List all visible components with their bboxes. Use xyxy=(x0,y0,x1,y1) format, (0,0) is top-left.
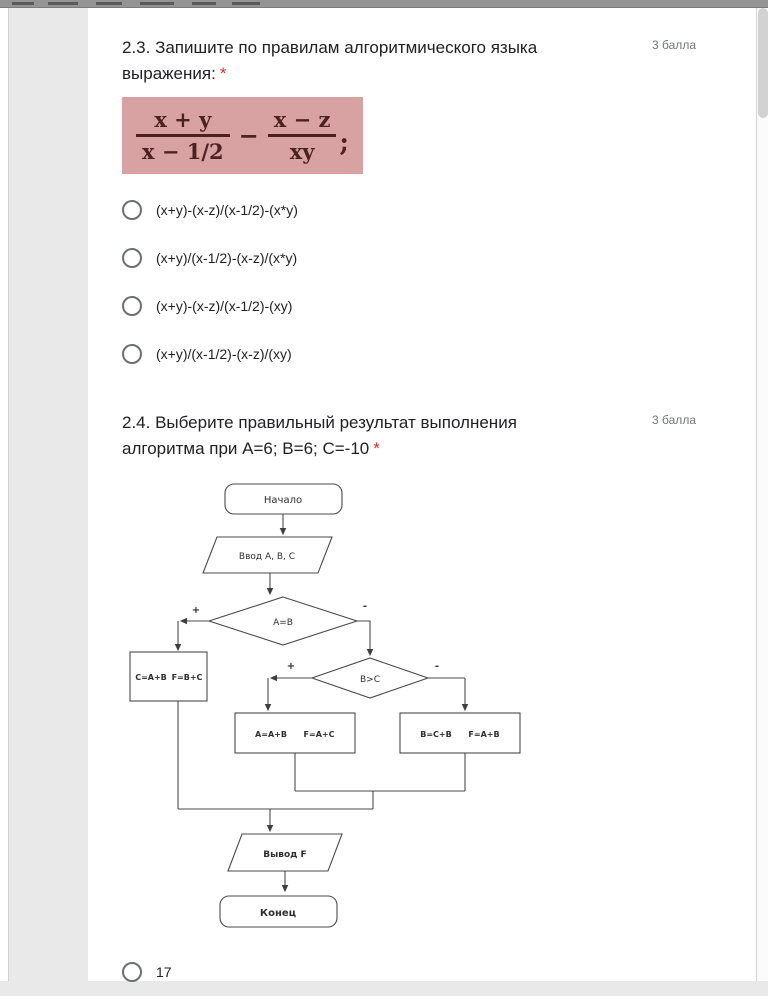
minus-label: - xyxy=(435,661,439,672)
right-box-label-2: F=A+B xyxy=(468,730,499,739)
answer-option-label[interactable]: (x+y)/(x-1/2)-(x-z)/(x*y) xyxy=(156,250,298,266)
topbar-text-fragment xyxy=(192,2,216,5)
browser-chrome-strip xyxy=(0,0,768,8)
required-asterisk: * xyxy=(373,439,380,458)
radio-button[interactable] xyxy=(122,962,142,982)
decision1-label: A=B xyxy=(273,618,293,628)
answer-option-2[interactable]: (x+y)/(x-1/2)-(x-z)/(x*y) xyxy=(122,234,696,282)
right-process-node xyxy=(399,712,521,754)
right-box-label-1: B=C+B xyxy=(420,730,451,739)
minus-label: - xyxy=(363,601,367,612)
required-asterisk: * xyxy=(219,64,227,83)
start-label: Начало xyxy=(264,495,302,506)
end-node xyxy=(219,895,338,928)
left-margin xyxy=(0,8,9,981)
decision2-label: B>C xyxy=(360,675,380,685)
output-label: Вывод F xyxy=(263,850,306,860)
form-card: 2.3. Запишите по правилам алгоритмическо… xyxy=(88,8,756,982)
answer-options: (x+y)-(x-z)/(x-1/2)-(x*y) (x+y)/(x-1/2)-… xyxy=(122,186,696,378)
scrollbar[interactable] xyxy=(756,8,768,981)
answer-option-label[interactable]: (x+y)-(x-z)/(x-1/2)-(xy) xyxy=(156,298,293,314)
end-label: Конец xyxy=(260,908,296,919)
flowchart-image: Начало Ввод A, B, C A=B + - C=A+B F=B+C … xyxy=(129,483,521,928)
question-header: 2.3. Запишите по правилам алгоритмическо… xyxy=(122,35,696,87)
fraction-1-numerator: x + y xyxy=(154,107,212,132)
plus-label: + xyxy=(287,661,295,672)
scrollbar-thumb[interactable] xyxy=(758,8,768,118)
question-title-line-2: алгоритма при A=6; B=6; C=-10* xyxy=(122,436,667,462)
question-title-text: алгоритма при A=6; B=6; C=-10 xyxy=(122,439,370,458)
mid-box-label-1: A=A+B xyxy=(255,730,287,739)
question-title: 2.3. Запишите по правилам алгоритмическо… xyxy=(122,35,667,87)
question-2-3: 2.3. Запишите по правилам алгоритмическо… xyxy=(122,35,696,378)
answer-option-label[interactable]: 17 xyxy=(156,964,172,980)
output-node xyxy=(227,833,343,872)
topbar-text-fragment xyxy=(96,2,122,5)
question-2-4: 2.4. Выберите правильный результат выпол… xyxy=(122,410,696,996)
answer-option-label[interactable]: (x+y)/(x-1/2)-(x-z)/(xy) xyxy=(156,346,292,362)
minus-sign: − xyxy=(238,121,259,150)
semicolon: ; xyxy=(339,127,350,158)
radio-button[interactable] xyxy=(122,296,142,316)
fraction-2: x − z xy xyxy=(267,107,337,164)
radio-button[interactable] xyxy=(122,200,142,220)
fraction-1-denominator: x − 1/2 xyxy=(136,134,230,164)
left-box-label-1: C=A+B xyxy=(135,673,167,682)
mid-box-label-2: F=A+C xyxy=(304,730,335,739)
question-title-line-2: выражения:* xyxy=(122,61,667,87)
points-badge: 3 балла xyxy=(652,38,696,52)
question-title-text: выражения: xyxy=(122,64,216,83)
flowchart-labels: Начало Ввод A, B, C A=B + - C=A+B F=B+C … xyxy=(135,495,499,919)
question-title: 2.4. Выберите правильный результат выпол… xyxy=(122,410,667,462)
topbar-text-fragment xyxy=(232,2,260,5)
input-node xyxy=(202,536,333,574)
answer-option-1[interactable]: (x+y)-(x-z)/(x-1/2)-(x*y) xyxy=(122,186,696,234)
left-process-node xyxy=(129,651,208,702)
topbar-text-fragment xyxy=(48,2,78,5)
topbar-text-fragment xyxy=(140,2,174,5)
flowchart-connectors xyxy=(129,483,521,928)
mid-process-node xyxy=(234,712,356,754)
question-header: 2.4. Выберите правильный результат выпол… xyxy=(122,410,696,462)
left-box-label-2: F=B+C xyxy=(172,673,203,682)
fraction-2-denominator: xy xyxy=(267,134,337,164)
fraction-2-numerator: x − z xyxy=(273,107,331,132)
answer-option-3[interactable]: (x+y)-(x-z)/(x-1/2)-(xy) xyxy=(122,282,696,330)
radio-button[interactable] xyxy=(122,248,142,268)
answer-option-1[interactable]: 17 xyxy=(122,948,696,996)
answer-options: 17 xyxy=(122,948,696,996)
input-label: Ввод A, B, C xyxy=(239,552,295,562)
answer-option-4[interactable]: (x+y)/(x-1/2)-(x-z)/(xy) xyxy=(122,330,696,378)
fraction-1: x + y x − 1/2 xyxy=(136,107,230,164)
plus-label: + xyxy=(192,605,200,616)
decision-b-gt-c-node xyxy=(310,657,430,699)
points-badge: 3 балла xyxy=(652,413,696,427)
formula-image: x + y x − 1/2 − x − z xy ; xyxy=(122,97,364,174)
topbar-text-fragment xyxy=(12,2,34,5)
question-title-line-1: 2.4. Выберите правильный результат выпол… xyxy=(122,413,517,432)
question-title-line-1: 2.3. Запишите по правилам алгоритмическо… xyxy=(122,38,538,57)
answer-option-label[interactable]: (x+y)-(x-z)/(x-1/2)-(x*y) xyxy=(156,202,298,218)
radio-button[interactable] xyxy=(122,344,142,364)
decision-a-eq-b-node xyxy=(207,596,359,646)
